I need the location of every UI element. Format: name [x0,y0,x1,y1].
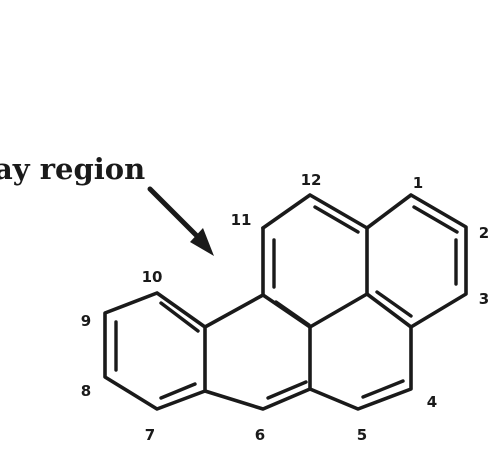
double-bond [274,300,311,327]
atom-number-6: 6 [255,426,265,444]
atom-number-12: 12 [301,171,322,189]
double-bond [266,380,308,400]
fused-bond-a [365,292,413,329]
atom-number-7: 7 [145,426,155,444]
outer-bond-path [103,226,265,411]
atom-number-3: 3 [479,290,489,308]
atom-numbers: 1 2 3 4 5 6 7 8 9 10 11 12 [81,171,489,444]
fused-bonds [261,226,369,329]
double-bond [159,301,200,333]
atom-number-11: 11 [231,211,252,229]
bay-region-label: ay region [0,152,145,186]
double-bond [361,379,405,399]
outer-bond-path-right [203,193,468,411]
atom-number-4: 4 [427,393,437,411]
atom-number-10: 10 [142,268,163,286]
double-bond [159,382,197,400]
double-bond [375,290,413,318]
ring-bonds [103,193,468,411]
atom-number-1: 1 [413,174,423,192]
bay-region-arrow [147,186,214,256]
double-bonds [114,205,459,400]
atom-number-5: 5 [357,426,367,444]
atom-number-8: 8 [81,382,91,400]
atom-number-9: 9 [81,312,91,330]
double-bond [313,205,360,234]
atom-number-2: 2 [479,224,489,242]
double-bond [412,205,459,234]
